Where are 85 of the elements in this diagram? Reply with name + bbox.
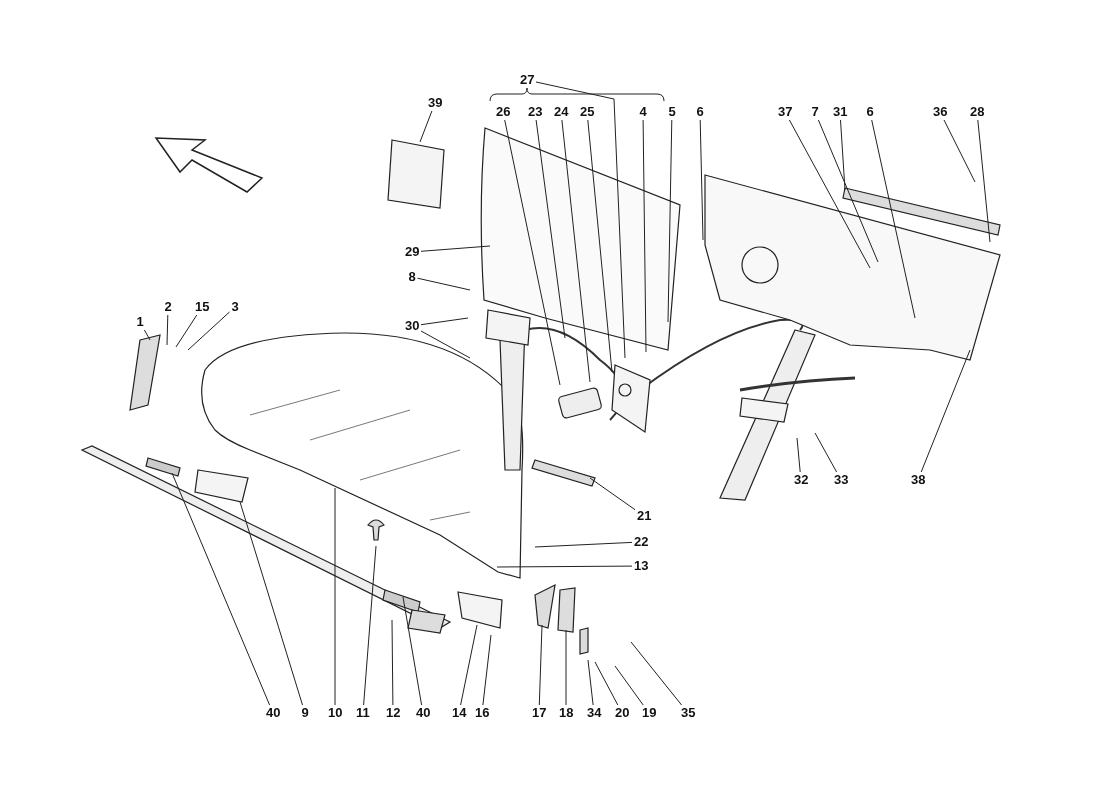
callout-number: 21 (636, 509, 653, 523)
callout-number: 38 (910, 473, 927, 487)
callout-number: 40 (265, 706, 282, 720)
callout-number: 8 (407, 270, 417, 284)
leader-line (482, 634, 492, 706)
leader-line (594, 661, 619, 706)
callout-number: 40 (415, 706, 432, 720)
callout-number: 18 (558, 706, 575, 720)
callout-number: 34 (586, 706, 603, 720)
leader-line (420, 330, 471, 359)
leader-line (642, 119, 647, 353)
leader-line (166, 314, 169, 346)
callout-number: 6 (865, 105, 875, 119)
callout-number: 36 (932, 105, 949, 119)
leader-line (561, 119, 591, 383)
callout-number: 12 (385, 706, 402, 720)
callout-number: 31 (832, 105, 849, 119)
callout-number: 32 (793, 473, 810, 487)
callout-number: 24 (553, 105, 570, 119)
leader-line (187, 311, 230, 351)
leader-line (535, 119, 566, 339)
callout-number: 16 (474, 706, 491, 720)
callout-number: 35 (680, 706, 697, 720)
leader-line (814, 432, 838, 473)
leader-line (363, 545, 377, 706)
callout-number: 29 (404, 245, 421, 259)
leader-line (143, 329, 151, 341)
callout-number: 13 (633, 559, 650, 573)
leader-line (943, 119, 976, 183)
leader-line (538, 624, 543, 706)
callout-number: 17 (531, 706, 548, 720)
callout-number: 19 (641, 706, 658, 720)
callout-number: 14 (451, 706, 468, 720)
leader-line (535, 81, 626, 359)
callout-number: 26 (495, 105, 512, 119)
callout-number: 1 (135, 315, 145, 329)
leader-line (504, 119, 561, 386)
callout-number: 30 (404, 319, 421, 333)
leader-line (171, 472, 271, 706)
callout-number: 23 (527, 105, 544, 119)
callout-number: 5 (667, 105, 677, 119)
leader-line (614, 665, 644, 706)
callout-number: 25 (579, 105, 596, 119)
leader-line (565, 629, 567, 706)
leader-line (496, 565, 633, 568)
callout-number: 15 (194, 300, 211, 314)
leader-line (417, 277, 471, 291)
leader-line (667, 119, 673, 323)
leader-line (699, 119, 704, 241)
leader-line (420, 245, 491, 252)
callout-number: 10 (327, 706, 344, 720)
leader-line (871, 119, 916, 319)
leader-line (788, 119, 871, 269)
callout-number: 6 (695, 105, 705, 119)
callout-number: 22 (633, 535, 650, 549)
leader-line (419, 110, 433, 143)
leader-line (175, 314, 198, 348)
leader-line (630, 641, 683, 706)
callout-number: 3 (230, 300, 240, 314)
leader-line (402, 596, 423, 706)
callout-number: 4 (638, 105, 648, 119)
callout-number: 9 (300, 706, 310, 720)
leader-line (460, 624, 478, 706)
callout-number: 11 (355, 706, 371, 720)
callout-number: 39 (427, 96, 444, 110)
leader-line (589, 477, 636, 511)
leader-line (587, 119, 613, 373)
callout-number: 7 (810, 105, 820, 119)
callout-number: 37 (777, 105, 794, 119)
leader-line (587, 659, 594, 706)
leader-line (977, 119, 991, 243)
leader-line (534, 541, 633, 548)
leader-line (239, 501, 303, 706)
leader-line (420, 317, 469, 326)
leader-line (840, 119, 846, 191)
callout-number: 27 (519, 73, 536, 87)
callout-number: 2 (163, 300, 173, 314)
callout-number: 28 (969, 105, 986, 119)
leader-line (391, 619, 394, 706)
leader-line (920, 349, 971, 473)
leader-line (334, 487, 336, 706)
callout-number: 33 (833, 473, 850, 487)
callout-number: 20 (614, 706, 631, 720)
leader-line (817, 119, 879, 263)
leader-line (796, 437, 801, 473)
